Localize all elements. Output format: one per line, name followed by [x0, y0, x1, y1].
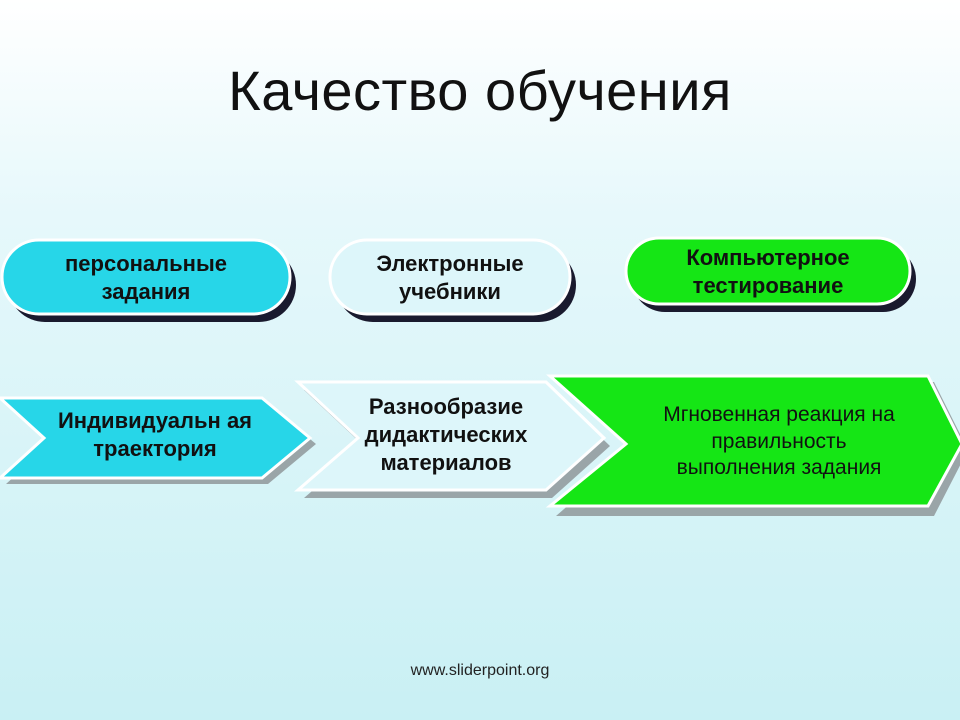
pill-personal-tasks: [0, 238, 292, 316]
chevron-instant-reaction: [545, 374, 960, 508]
pill-electronic-textbooks: [328, 238, 572, 316]
label-materials: Разнообразие дидактических материалов: [364, 393, 528, 476]
label-personal-tasks: персональные задания: [65, 250, 227, 304]
chevron-materials: [293, 380, 607, 492]
footer-url: www.sliderpoint.org: [410, 662, 550, 679]
chevron-trajectory: [0, 396, 313, 480]
label-instant-reaction: Мгновенная реакция на правильность выпол…: [663, 402, 895, 480]
label-electronic-textbooks: Электронные учебники: [376, 250, 524, 304]
pill-computer-testing: [624, 236, 912, 306]
slide-title: Качество обучения: [228, 59, 732, 122]
label-computer-testing: Компьютерное тестирование: [686, 244, 850, 298]
label-trajectory: Индивидуальн ая траектория: [57, 407, 253, 461]
